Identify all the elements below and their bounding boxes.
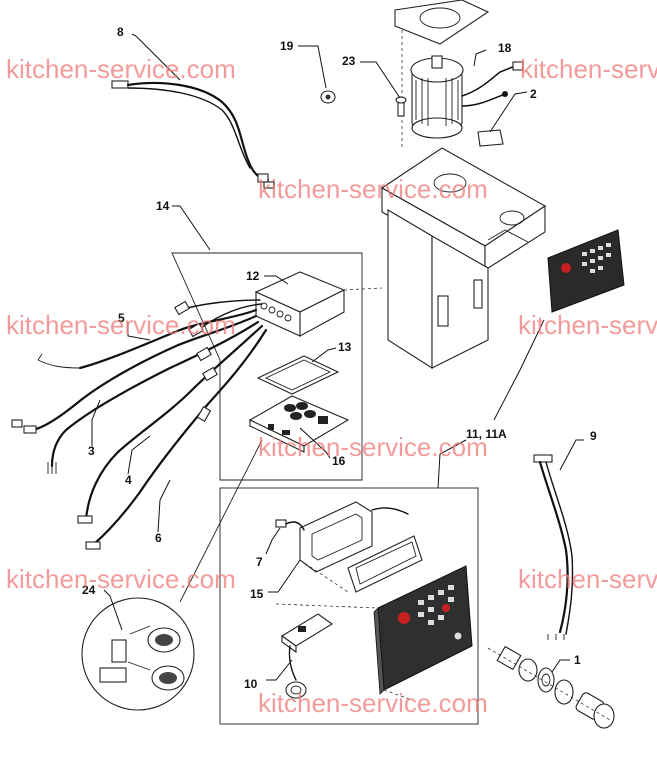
box-11-frame <box>219 487 479 725</box>
watermark-6: kitchen-service.com <box>258 432 488 462</box>
callout-15: 15 <box>250 587 264 601</box>
housing <box>380 147 547 370</box>
box-14-frame <box>171 252 363 481</box>
wiring-harness <box>11 299 268 550</box>
callout-2: 2 <box>530 87 537 101</box>
callout-9: 9 <box>590 429 597 443</box>
callouts: 1 2 3 4 5 6 7 8 9 10 11, 11A 12 13 14 15… <box>82 25 597 691</box>
circuit-board-10 <box>281 613 333 699</box>
watermark-1: kitchen-service.com <box>6 54 236 84</box>
callout-5: 5 <box>118 311 125 325</box>
callout-11-11a: 11, 11A <box>466 427 507 441</box>
front-panel <box>373 565 473 695</box>
watermark-3: kitchen-service.com <box>258 174 488 204</box>
watermark-8: kitchen-service.com <box>518 564 657 594</box>
electrical-box-12 <box>254 271 383 337</box>
watermark-4: kitchen-service.com <box>6 310 236 340</box>
callout-24: 24 <box>82 583 96 597</box>
watermark-2: kitchen-service.com <box>520 54 657 84</box>
control-box-15 <box>275 501 409 573</box>
callout-1: 1 <box>574 653 581 667</box>
screw-part-23 <box>395 96 407 117</box>
gasket-frame <box>347 535 423 593</box>
watermark-7: kitchen-service.com <box>6 564 236 594</box>
label-plate-part-2 <box>477 129 504 147</box>
cable-9 <box>533 454 574 640</box>
callout-10: 10 <box>244 677 258 691</box>
nut-part-19 <box>320 90 336 104</box>
callout-18: 18 <box>498 41 512 55</box>
circuit-board-16 <box>248 395 350 453</box>
callout-19: 19 <box>280 39 294 53</box>
callout-8: 8 <box>117 25 124 39</box>
mounting-bracket <box>394 0 490 150</box>
callout-12: 12 <box>246 269 260 283</box>
knob-assembly-1 <box>487 645 615 729</box>
gasket-13 <box>256 355 340 395</box>
dashed-assembly-lines <box>275 559 413 701</box>
watermark-9: kitchen-service.com <box>258 688 488 718</box>
callout-6: 6 <box>155 531 162 545</box>
motor <box>410 55 524 139</box>
cable-8 <box>111 80 275 189</box>
callout-4: 4 <box>125 473 132 487</box>
callout-14: 14 <box>156 199 170 213</box>
callout-23: 23 <box>342 54 356 68</box>
callout-13: 13 <box>338 340 352 354</box>
watermarks: kitchen-service.com kitchen-service.com … <box>6 54 657 718</box>
callout-3: 3 <box>88 444 95 458</box>
control-panel-front <box>547 229 625 313</box>
detail-circle-24 <box>81 439 263 711</box>
leader-lines <box>91 33 584 681</box>
callout-16: 16 <box>332 454 346 468</box>
watermark-5: kitchen-service.com <box>518 310 657 340</box>
callout-7: 7 <box>256 555 263 569</box>
